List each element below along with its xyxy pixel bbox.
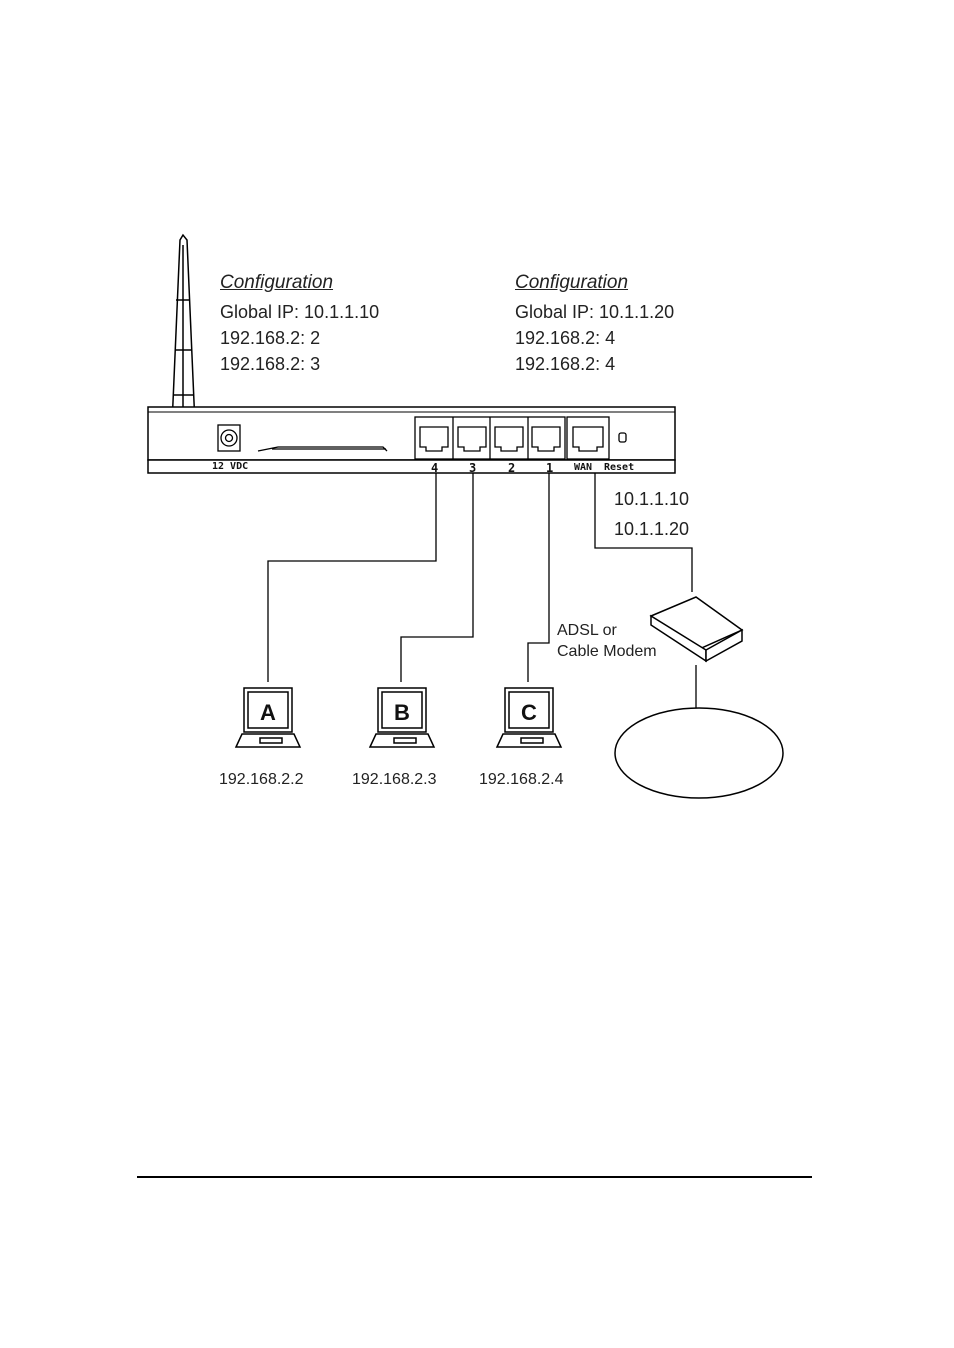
cable-port1-to-c xyxy=(527,473,550,682)
footer-rule xyxy=(137,1176,812,1178)
config-right-title: Configuration xyxy=(515,272,629,293)
internet-cloud xyxy=(614,707,784,799)
cable-port4-to-a xyxy=(267,473,437,682)
config-right-line: 192.168.2: 4 xyxy=(515,354,616,374)
lan-port-2-icon xyxy=(494,426,524,452)
slot-icon xyxy=(257,446,388,452)
port-label-4: 4 xyxy=(431,461,439,475)
reset-button-icon xyxy=(618,432,627,443)
wan-ip: 10.1.1.20 xyxy=(614,519,690,539)
config-left-line: Global IP: 10.1.1.10 xyxy=(220,302,380,322)
port-label-3: 3 xyxy=(469,461,477,475)
modem-label: Cable Modem xyxy=(557,643,657,660)
computer-c-icon xyxy=(495,687,563,748)
reset-label: Reset xyxy=(604,462,635,473)
lan-port-4-icon xyxy=(419,426,449,452)
computer-a-ip: 192.168.2.2 xyxy=(219,771,304,788)
cable-wan-to-modem xyxy=(594,473,693,592)
wan-ip: 10.1.1.10 xyxy=(614,489,690,509)
computer-a-letter: A xyxy=(260,700,276,725)
lan-ports xyxy=(414,416,566,460)
modem-label: ADSL or xyxy=(557,622,617,639)
computer-a-icon xyxy=(234,687,302,748)
computer-c-ip: 192.168.2.4 xyxy=(479,771,564,788)
config-left-line: 192.168.2: 3 xyxy=(220,354,321,374)
computer-c-letter: C xyxy=(521,700,537,725)
lan-port-3-icon xyxy=(457,426,487,452)
cable-port3-to-b xyxy=(400,473,474,682)
modem-icon xyxy=(649,596,744,663)
wan-label: WAN xyxy=(574,462,593,473)
wan-port-icon xyxy=(566,416,610,460)
port-label-1: 1 xyxy=(546,461,554,475)
cables xyxy=(267,473,697,708)
power-jack-icon xyxy=(217,424,241,452)
power-label: 12 VDC xyxy=(212,461,249,472)
computer-b-icon xyxy=(368,687,436,748)
port-label-2: 2 xyxy=(508,461,516,475)
computer-b-ip: 192.168.2.3 xyxy=(352,771,437,788)
config-left-line: 192.168.2: 2 xyxy=(220,328,321,348)
config-right-line: Global IP: 10.1.1.20 xyxy=(515,302,675,322)
config-left-title: Configuration xyxy=(220,272,334,293)
lan-port-1-icon xyxy=(531,426,561,452)
computer-b-letter: B xyxy=(394,700,410,725)
config-right-line: 192.168.2: 4 xyxy=(515,328,616,348)
